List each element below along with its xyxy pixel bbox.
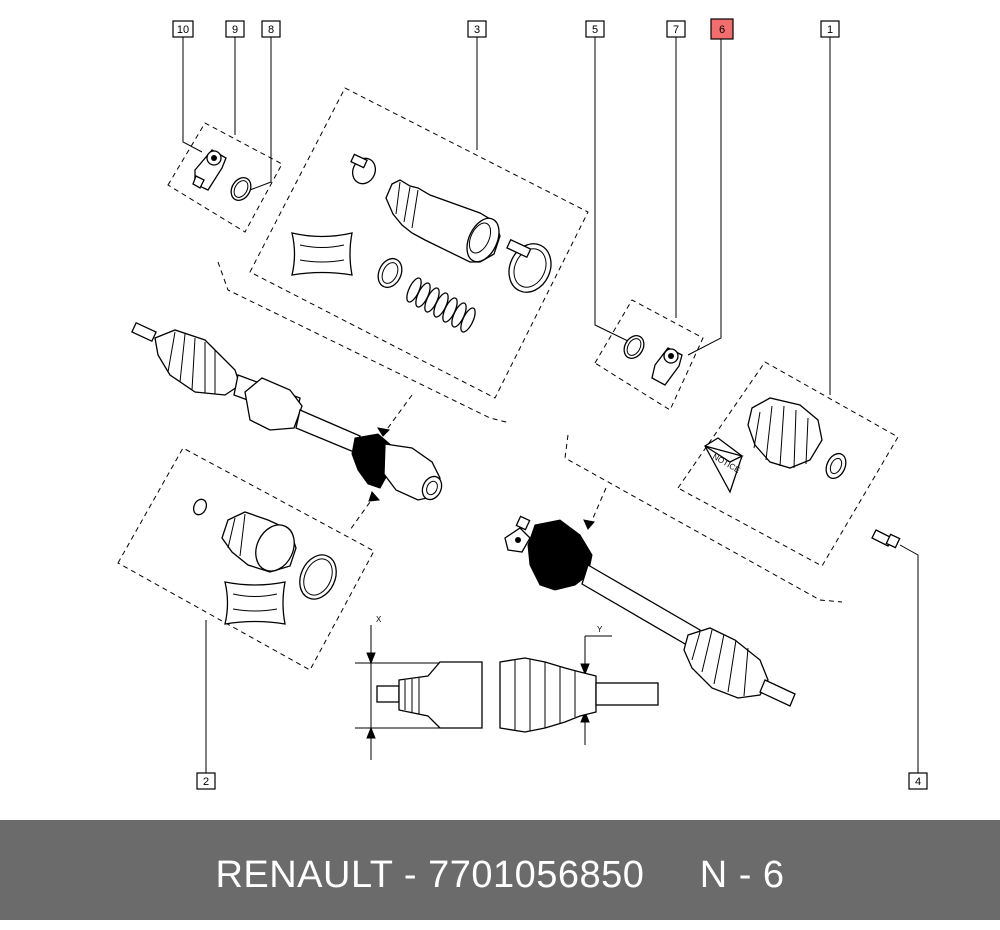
- grease-sachet-upper: [291, 232, 353, 276]
- svg-text:9: 9: [232, 24, 238, 36]
- dimension-x-detail: X: [355, 615, 483, 760]
- explode-arrows: [349, 394, 607, 531]
- boot-clamp-large: [506, 238, 552, 293]
- grease-sachet-lower: [224, 581, 286, 625]
- inner-boot: [385, 179, 501, 263]
- svg-text:10: 10: [177, 24, 189, 36]
- callout-9[interactable]: 9: [225, 20, 245, 38]
- snap-ring-right: [623, 335, 645, 359]
- svg-text:6: 6: [719, 24, 725, 36]
- callout-10[interactable]: 10: [172, 20, 194, 38]
- group-boxes: [117, 87, 899, 671]
- svg-text:7: 7: [673, 24, 679, 36]
- tulip-boot: [221, 511, 297, 573]
- callout-2[interactable]: 2: [196, 772, 216, 790]
- boot-clamp-small: [350, 153, 377, 185]
- svg-text:1: 1: [827, 24, 833, 36]
- circlip-lower: [192, 498, 208, 516]
- callout-6-highlighted[interactable]: 6: [710, 18, 734, 40]
- part-info-banner: RENAULT - 7701056850 N - 6: [0, 820, 1000, 920]
- callout-8[interactable]: 8: [261, 20, 281, 38]
- callout-7[interactable]: 7: [666, 20, 686, 38]
- callout-3[interactable]: 3: [467, 20, 487, 38]
- callout-5[interactable]: 5: [585, 20, 605, 38]
- seal-ring-lower: [299, 554, 337, 600]
- drive-shaft-upper: [131, 321, 443, 501]
- exploded-parts-diagram: NOTICE X Y: [117, 18, 928, 790]
- callout-4[interactable]: 4: [908, 772, 928, 790]
- part-info-text: RENAULT - 7701056850 N - 6: [215, 854, 785, 896]
- spring-coil: [406, 277, 476, 333]
- tripod-joint-left: [192, 149, 227, 191]
- outer-boot: [747, 397, 847, 480]
- svg-text:3: 3: [474, 24, 480, 36]
- svg-text:X: X: [376, 615, 382, 624]
- seal-ring-upper: [377, 257, 403, 289]
- svg-text:Y: Y: [597, 625, 603, 634]
- bolt: [871, 529, 901, 549]
- drive-shaft-lower: [504, 515, 796, 707]
- svg-text:4: 4: [915, 776, 921, 788]
- leader-lines: [182, 37, 919, 773]
- snap-ring-left: [230, 177, 252, 201]
- callout-1[interactable]: 1: [820, 20, 840, 38]
- svg-text:2: 2: [203, 776, 209, 788]
- tripod-joint-right: [651, 347, 683, 386]
- repair-manual: NOTICE: [704, 437, 744, 494]
- svg-text:8: 8: [268, 24, 274, 36]
- svg-text:5: 5: [592, 24, 598, 36]
- dimension-y-detail: Y: [499, 625, 659, 745]
